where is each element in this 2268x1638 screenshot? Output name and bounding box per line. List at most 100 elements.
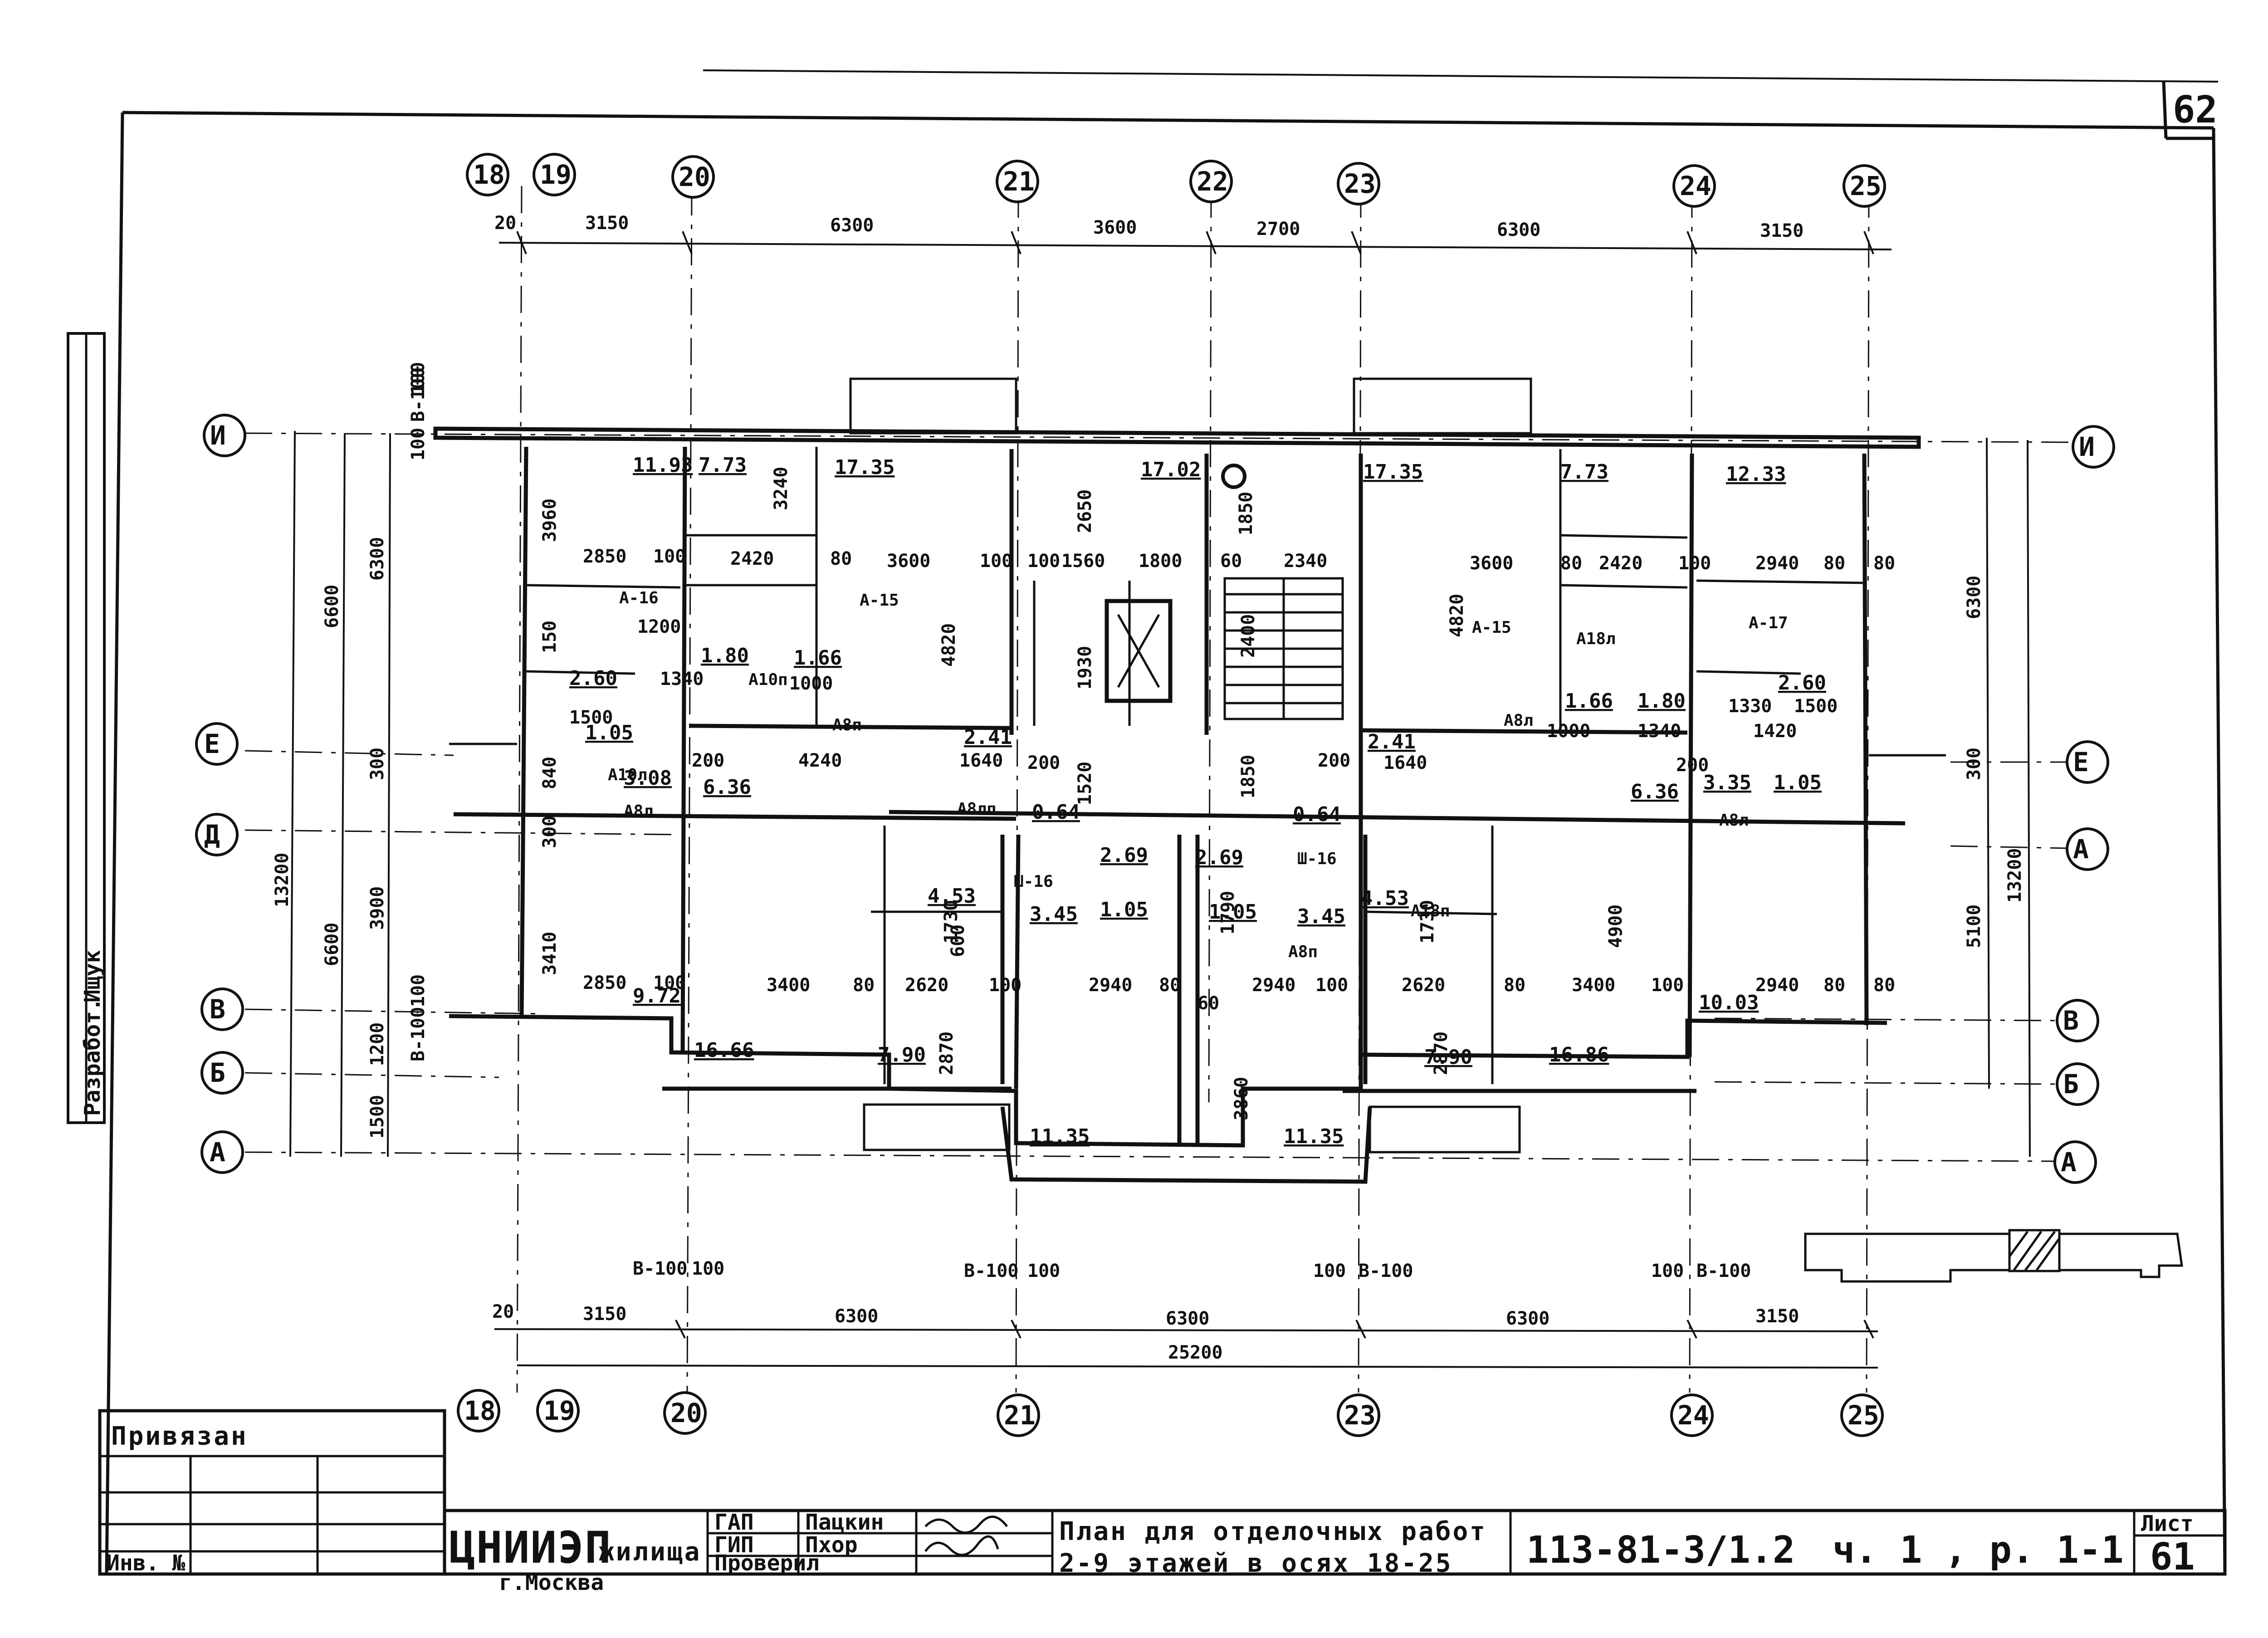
area-3-08: 3.08 [624,767,672,790]
int-dim-10: 2340 [1284,551,1327,572]
int-dim-20: 3400 [767,975,810,996]
area-7-73-right: 7.73 [1560,460,1608,484]
right-axis-markers: И Е А В Б А [1714,425,2115,1184]
axis-right-E: Е [2073,747,2089,777]
bottom-dimension-chain: 20 3150 6300 6300 6300 3150 25200 В-100 … [492,1258,1878,1369]
door-tag-10: А8л [1719,811,1749,830]
top-dim-3150-right: 3150 [1760,220,1804,241]
door-tag-2: А8п [832,716,862,734]
axis-left-E: Е [204,729,220,759]
tb-org-suffix: жилища [599,1537,701,1567]
int-dim-14: 100 [1678,553,1711,574]
int-dim-55: 1730 [1417,900,1438,944]
int-dim-69: 150 [539,621,560,653]
tb-title-line2: 2-9 этажей в осях 18-25 [1059,1549,1452,1578]
axis-right-A1: А [2073,834,2089,865]
area-11-35-left: 11.35 [1030,1125,1090,1148]
area-11-93: 11.93 [633,454,693,477]
top-dimension-chain: 20 3150 6300 3600 2700 6300 3150 [494,213,1892,254]
int-dim-61: 1340 [660,669,704,689]
int-dim-7: 1560 [1061,551,1105,572]
area-1-66-left: 1.66 [794,646,842,670]
top-dim-3600: 3600 [1093,217,1137,238]
int-dim-48: 4820 [1447,594,1467,637]
int-dim-22: 2620 [905,975,948,996]
int-dim-51: 1520 [1075,762,1095,805]
area-16-86: 16.86 [1549,1043,1609,1066]
area-1-05-d: 1.05 [1774,771,1822,794]
int-dim-62: 1000 [789,673,833,694]
int-dim-13: 2420 [1599,553,1642,574]
int-dim-36: 4240 [798,750,842,771]
right-dim-300: 300 [1964,748,1984,780]
int-dim-9: 60 [1220,551,1242,572]
top-dim-6300-right: 6300 [1497,220,1540,240]
room-tag-a15-right: А-15 [1472,618,1511,637]
room-tag-sh16-left: Ш-16 [1014,872,1053,891]
axis-bottom-21: 21 [1004,1400,1036,1431]
int-dim-35: 80 [1873,975,1895,996]
key-plan [1804,1229,2183,1283]
top-dim-6300-left: 6300 [830,215,874,236]
room-tag-a17: А-17 [1749,614,1788,632]
bottom-small-1: 100 [692,1258,724,1279]
area-12-33: 12.33 [1726,463,1786,486]
area-1-80-right: 1.80 [1637,689,1686,713]
tb-city: г.Москва [499,1570,604,1595]
bottom-axis-markers: 18 19 20 21 23 24 25 [457,1389,1884,1437]
bottom-dim-6300-c: 6300 [1506,1308,1549,1329]
top-dim-20: 20 [494,213,516,234]
left-axis-markers: И Е Д В Б А [195,414,2073,1174]
int-dim-27: 2940 [1252,975,1295,996]
right-dim-5100: 5100 [1964,905,1984,948]
bottom-small-3: 100 [1027,1261,1060,1281]
top-dim-3150-left: 3150 [585,213,629,234]
int-dim-73: 600 [948,924,968,957]
bottom-small-6: 100 [1651,1261,1684,1281]
door-tag-8: А10п [748,670,788,689]
axis-top-18: 18 [473,159,505,190]
axis-right-I: И [2079,431,2095,462]
int-dim-2: 2420 [730,548,774,569]
building-walls [433,377,1946,1184]
area-17-35-left: 17.35 [835,456,894,479]
int-dim-44: 3240 [771,467,792,510]
int-dim-11: 3600 [1470,553,1513,574]
int-dim-70: 1790 [1217,891,1238,934]
int-dim-45: 2650 [1075,489,1095,533]
tb-inventory: Инв. № [107,1550,185,1576]
int-dim-21: 80 [853,975,875,996]
room-tag-a16: А-16 [619,589,659,607]
int-dim-32: 100 [1651,975,1684,996]
axis-bottom-25: 25 [1848,1400,1879,1431]
int-dim-8: 1800 [1139,551,1182,572]
room-areas: 11.93 7.73 17.35 17.02 17.35 7.73 12.33 … [569,454,1826,1148]
elevator-shaft [1105,599,1173,703]
int-dim-17: 80 [1873,553,1895,574]
axis-top-19: 19 [540,159,572,190]
axis-bottom-23: 23 [1344,1400,1376,1431]
left-dim-v100-b: В-100 [408,1007,429,1061]
int-dim-65: 1420 [1753,721,1797,742]
area-7-90-right: 7.90 [1424,1046,1472,1069]
right-dimension-chains: 6300 300 13200 5100 [1964,437,2031,1157]
door-tag-1: А8л [624,802,653,821]
int-dim-72: 300 [539,816,560,848]
door-tag-5: А18л [1576,630,1616,648]
area-3-45-right: 3.45 [1297,905,1345,928]
top-axis-markers: 18 19 20 21 22 23 24 25 [466,153,1886,1393]
tb-role-gap: ГАП [714,1510,754,1535]
developer-label: Разработ. [80,998,105,1116]
area-4-53-right: 4.53 [1361,887,1409,910]
axis-bottom-19: 19 [543,1395,575,1426]
bottom-dim-6300-a: 6300 [835,1306,878,1327]
int-dim-26: 60 [1198,993,1219,1014]
int-dim-52: 1850 [1238,755,1259,798]
area-0-64-left: 0.64 [1032,801,1080,824]
int-dim-57: 3860 [1231,1077,1252,1120]
bottom-small-4: 100 [1313,1261,1346,1281]
int-dim-19: 100 [653,973,686,993]
int-dim-66: 1330 [1728,696,1772,717]
area-3-45-left: 3.45 [1030,903,1078,926]
